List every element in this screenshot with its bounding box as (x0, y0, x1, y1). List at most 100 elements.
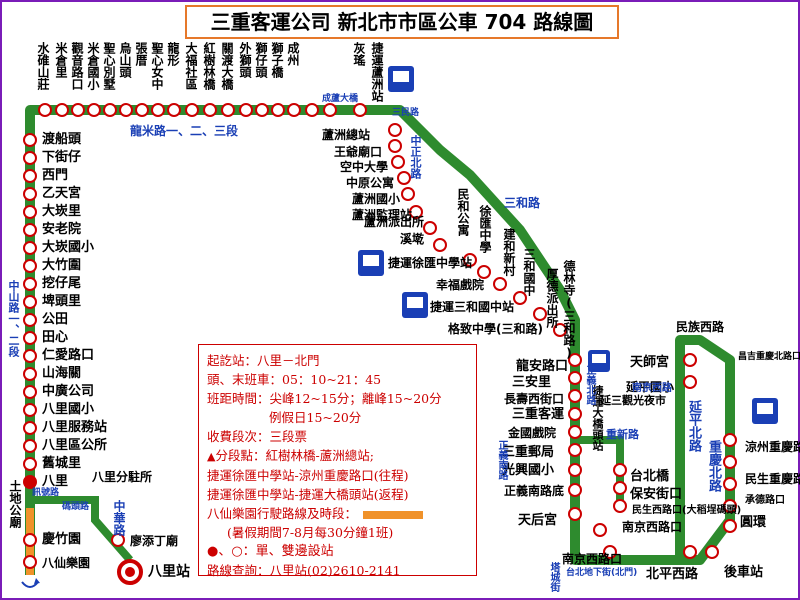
top-stop-marker (255, 103, 269, 117)
middle-station-label: 空中大學 (340, 160, 389, 174)
right-stop-marker (613, 481, 627, 495)
left-stop-marker (23, 439, 37, 453)
right-station-label: 圓環 (740, 515, 767, 530)
top-stop-marker (38, 103, 52, 117)
right-station-label: 延平國小 (626, 380, 675, 394)
left-station-label: 安老院 (42, 222, 82, 237)
top-stop-marker (271, 103, 285, 117)
top-station-label: 烏山頭 (118, 42, 132, 78)
right-area-markers (568, 353, 737, 559)
middle-stop-marker (388, 139, 402, 153)
right-station-label: 光興國小 (502, 463, 555, 478)
top-station-label: 紅樹林橋 (202, 42, 216, 90)
left-station-label: 慶竹園 (42, 532, 82, 547)
right-stop-marker (568, 407, 582, 421)
u-turn-arrow-icon (21, 578, 40, 588)
middle-station-label: 民和公寓 (456, 188, 470, 236)
info-enquiry-value: 八里站(02)2610-2141 (269, 563, 401, 578)
info-leisure-row: 八仙樂園行駛路線及時段： (207, 504, 468, 523)
top-stop-marker (353, 103, 367, 117)
top-stop-marker (305, 103, 319, 117)
right-stop-marker (568, 483, 582, 497)
road-label: 中山路一、二段 (7, 280, 20, 357)
top-stop-marker (87, 103, 101, 117)
middle-station-label: 捷運徐匯中學站 (388, 256, 473, 270)
right-stop-marker (568, 389, 582, 403)
right-station-label: 天后宮 (518, 513, 558, 528)
info-split-1: 紅樹林橋-蘆洲總站; (265, 448, 374, 463)
left-stop-marker (23, 169, 37, 183)
left-stop-marker (23, 349, 37, 363)
right-stop-marker (593, 523, 607, 537)
left-station-label: 田心 (42, 330, 69, 345)
road-label: 訊號路 (32, 488, 60, 498)
right-stop-marker (705, 545, 719, 559)
top-station-label: 米倉國小 (86, 42, 100, 90)
top-stop-marker (221, 103, 235, 117)
info-headway-label: 班距時間 (207, 391, 258, 406)
top-stop-marker (239, 103, 253, 117)
left-station-label: 八里國小 (42, 402, 95, 417)
info-leisure-label: 八仙樂園行駛路線及時段： (207, 506, 358, 521)
left-station-label: 土地公廟 (8, 480, 22, 528)
middle-station-label: 德林寺(三和路) (562, 260, 576, 360)
terminus-label: 八里站 (148, 564, 190, 580)
middle-stop-marker (409, 205, 423, 219)
road-label: 南京西路 (632, 383, 672, 394)
middle-stop-marker (391, 155, 405, 169)
info-fare-value: 三段票 (269, 429, 308, 444)
top-stop-marker (103, 103, 117, 117)
right-station-label: 南京西路口 (562, 552, 623, 566)
left-station-label: 大崁里 (42, 204, 82, 219)
right-stop-marker (568, 371, 582, 385)
top-station-label: 關渡大橋 (220, 42, 234, 90)
left-station-label: 八仙樂園 (42, 556, 91, 570)
map-title: 三重客運公司 新北市市區公車 704 路線圖 (185, 5, 619, 39)
middle-station-label: 蘆洲國小 (352, 192, 401, 206)
left-station-label: 中廣公司 (42, 384, 95, 399)
left-station-label: 八里 (42, 474, 69, 489)
left-stop-marker (23, 403, 37, 417)
right-stop-marker (568, 507, 582, 521)
right-station-label: 昌吉重慶北路口 (738, 352, 800, 362)
left-station-label: 西門 (42, 168, 69, 183)
right-stop-marker (568, 463, 582, 477)
top-station-label: 聖心女中 (150, 42, 164, 90)
top-station-label: 灰瑤 (352, 42, 366, 66)
left-station-label: 乙天宮 (42, 186, 82, 201)
middle-station-label: 厚德派出所 (545, 268, 559, 328)
right-stop-marker (723, 455, 737, 469)
terminus-bali-station (117, 559, 143, 585)
left-stop-marker (23, 421, 37, 435)
info-enquiry-label: 路線查詢： (207, 563, 270, 578)
right-station-label: 民族西路 (676, 320, 725, 334)
left-stop-marker (23, 385, 37, 399)
middle-station-label: 幸福戲院 (436, 278, 485, 292)
info-headway-peak: 尖峰12~15分；離峰15~20分 (269, 391, 442, 406)
mrt-icon (358, 66, 778, 424)
top-station-label: 成州 (286, 42, 300, 66)
road-label: 三和路 (504, 196, 541, 210)
left-stop-marker (23, 367, 37, 381)
top-station-label: 觀音路口 (70, 42, 84, 90)
road-label: 正義南路 (496, 440, 507, 480)
right-station-label: 三重客運 (512, 407, 565, 422)
road-label: 台北地下街(北門) (566, 568, 638, 578)
right-stop-marker (723, 519, 737, 533)
middle-stop-marker (477, 265, 491, 279)
road-label: 成蘆大橋 (322, 94, 359, 104)
top-station-label: 獅仔頭 (254, 42, 268, 78)
left-stop-marker (23, 457, 37, 471)
middle-stop-marker (513, 291, 527, 305)
middle-station-label: 捷運三和國中站 (430, 300, 515, 314)
info-first-last-row: 頭、末班車：05：10~21：45 (207, 372, 382, 387)
road-label: 重慶北路 (706, 440, 721, 492)
right-stop-marker (613, 499, 627, 513)
right-station-label: 三重郵局 (502, 445, 555, 460)
top-stop-marker (151, 103, 165, 117)
left-stop-marker (23, 533, 37, 547)
right-station-label: 台北橋 (630, 469, 670, 484)
info-start-row: 起訖站：八里－北門 (207, 353, 320, 368)
left-station-label: 八里服務站 (42, 420, 108, 435)
left-station-label: 埤頭里 (42, 294, 82, 309)
